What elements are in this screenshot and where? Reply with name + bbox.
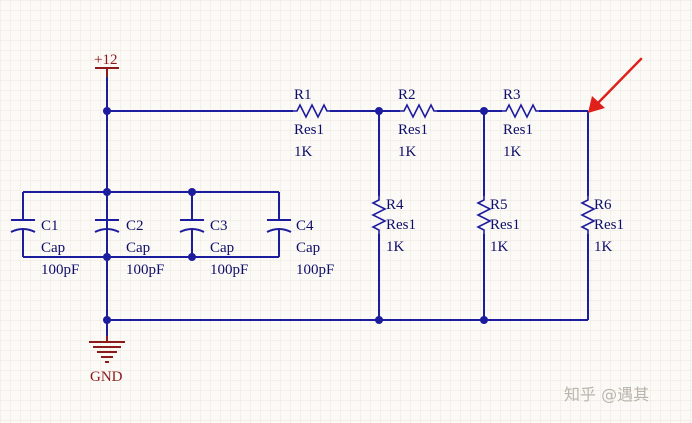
c3-type: Cap bbox=[210, 240, 234, 256]
junction-dot bbox=[103, 316, 111, 324]
wires bbox=[22, 76, 589, 336]
capacitor-c1[interactable] bbox=[10, 219, 36, 233]
r3-value: 1K bbox=[503, 144, 522, 160]
resistor-r2[interactable] bbox=[400, 103, 437, 119]
r1-ref: R1 bbox=[294, 87, 312, 103]
r3-ref: R3 bbox=[503, 87, 521, 103]
resistor-r5[interactable] bbox=[476, 196, 492, 234]
r4-ref: R4 bbox=[386, 197, 404, 213]
c4-type: Cap bbox=[296, 240, 320, 256]
r3-type: Res1 bbox=[503, 122, 533, 138]
power-port-icon[interactable] bbox=[95, 67, 119, 77]
c3-value: 100pF bbox=[210, 262, 248, 278]
c2-ref: C2 bbox=[126, 218, 144, 234]
r5-ref: R5 bbox=[490, 197, 508, 213]
c4-value: 100pF bbox=[296, 262, 334, 278]
c2-value: 100pF bbox=[126, 262, 164, 278]
junction-dot bbox=[103, 188, 111, 196]
c3-ref: C3 bbox=[210, 218, 228, 234]
junction-dot bbox=[103, 253, 111, 261]
junction-dot bbox=[188, 253, 196, 261]
r6-ref: R6 bbox=[594, 197, 612, 213]
resistor-r4[interactable] bbox=[371, 196, 387, 234]
c2-type: Cap bbox=[126, 240, 150, 256]
capacitor-c4[interactable] bbox=[266, 219, 292, 233]
c4-ref: C4 bbox=[296, 218, 314, 234]
c1-ref: C1 bbox=[41, 218, 59, 234]
r2-value: 1K bbox=[398, 144, 417, 160]
r6-value: 1K bbox=[594, 239, 613, 255]
junction-dot bbox=[480, 316, 488, 324]
ground-label: GND bbox=[90, 369, 123, 385]
r5-type: Res1 bbox=[490, 217, 520, 233]
resistor-r3[interactable] bbox=[502, 103, 539, 119]
junction-dot bbox=[188, 188, 196, 196]
capacitor-c2[interactable] bbox=[94, 219, 120, 233]
junction-dot bbox=[375, 316, 383, 324]
junction-dot bbox=[375, 107, 383, 115]
watermark: 知乎 @遇其 bbox=[564, 385, 649, 404]
power-label: +12 bbox=[94, 52, 117, 68]
resistor-r6[interactable] bbox=[580, 196, 596, 234]
r1-type: Res1 bbox=[294, 122, 324, 138]
r4-value: 1K bbox=[386, 239, 405, 255]
r4-type: Res1 bbox=[386, 217, 416, 233]
junction-dot bbox=[103, 107, 111, 115]
r2-ref: R2 bbox=[398, 87, 416, 103]
ground-icon[interactable] bbox=[89, 336, 125, 363]
r2-type: Res1 bbox=[398, 122, 428, 138]
resistor-r1[interactable] bbox=[293, 103, 330, 119]
junctions bbox=[103, 107, 488, 324]
r6-type: Res1 bbox=[594, 217, 624, 233]
capacitor-c3[interactable] bbox=[179, 219, 205, 233]
r5-value: 1K bbox=[490, 239, 509, 255]
r1-value: 1K bbox=[294, 144, 313, 160]
c1-value: 100pF bbox=[41, 262, 79, 278]
annotation-arrow-icon bbox=[588, 57, 643, 113]
junction-dot bbox=[480, 107, 488, 115]
c1-type: Cap bbox=[41, 240, 65, 256]
